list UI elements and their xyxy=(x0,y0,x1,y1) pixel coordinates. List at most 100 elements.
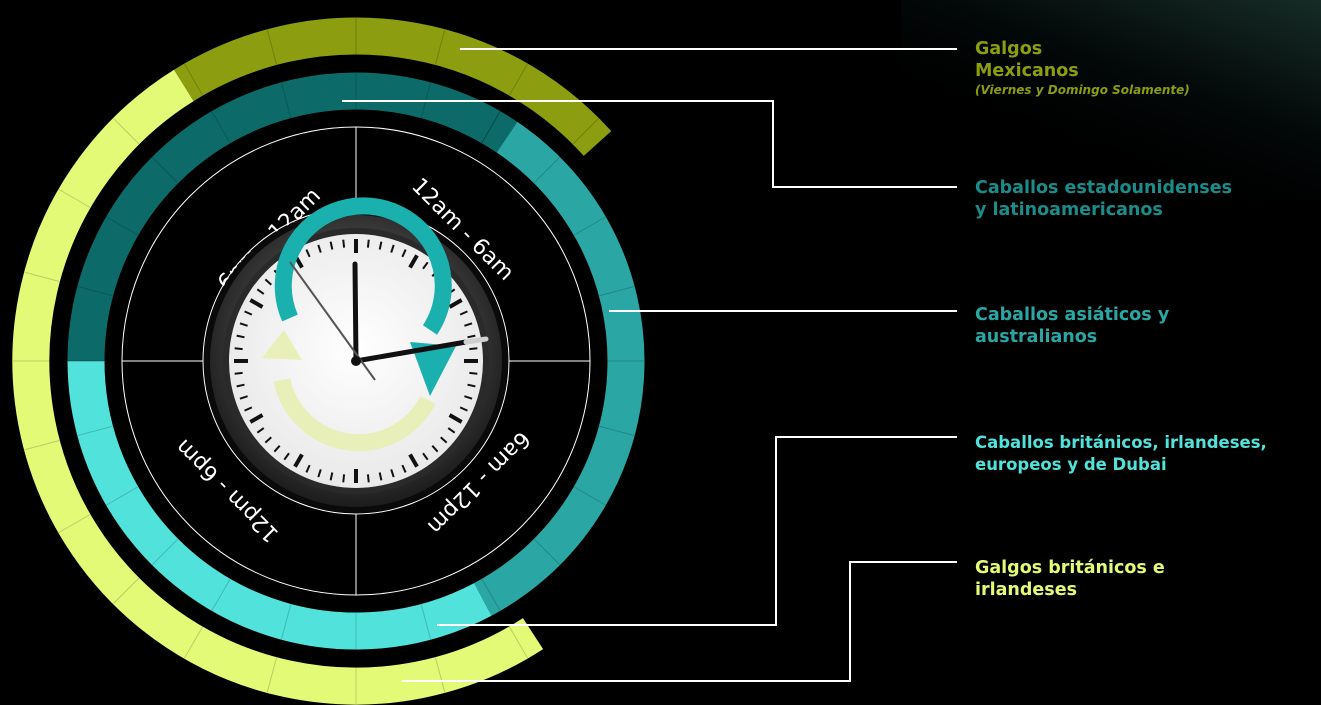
legend-galgos-mexicanos-note: (Viernes y Domingo Solamente) xyxy=(975,83,1190,97)
legend-us-latam-horses: Caballos estadounidenses y latinoamerica… xyxy=(975,177,1232,221)
arc-segment-separator xyxy=(211,578,231,611)
legend-asian-aus-line1: Caballos asiáticos y xyxy=(975,305,1170,325)
clock-tick xyxy=(440,436,448,444)
legend-us-latam-line2: y latinoamericanos xyxy=(975,200,1163,220)
clock-tick xyxy=(401,464,407,473)
legend-asian-aus-horses: Caballos asiáticos y australianos xyxy=(975,304,1169,348)
legend-galgos-mexicanos-line1: Galgos xyxy=(975,39,1043,59)
clock-tick xyxy=(317,244,322,253)
uk-ire-eu-dubai-horses-arc xyxy=(67,360,492,650)
arc-segment-separator xyxy=(533,156,561,184)
arc-segment-separator xyxy=(106,216,139,236)
clock-tick xyxy=(249,413,264,424)
arc-segment-separator xyxy=(24,271,60,283)
clock-tick xyxy=(464,395,473,400)
clock-tick xyxy=(236,334,245,339)
arc-segment-separator xyxy=(266,657,278,693)
clock-tick xyxy=(467,334,476,339)
connector-uk-ire-greyhounds xyxy=(402,561,957,682)
clock-tick xyxy=(329,241,334,250)
arc-segment-separator xyxy=(533,538,561,566)
arc-segment-ticks xyxy=(13,18,644,704)
clock-tick xyxy=(305,249,311,258)
arc-segment-separator xyxy=(509,626,528,659)
connector-lines xyxy=(342,48,957,682)
clock-tick xyxy=(342,239,346,248)
clock-tick xyxy=(244,310,253,316)
clock-tick xyxy=(249,298,264,309)
arc-segment-separator xyxy=(77,425,113,437)
arc-segment-separator xyxy=(266,29,278,65)
arc-segment-separator xyxy=(211,111,231,144)
arc-segment-separator xyxy=(481,111,501,144)
arc-segment-separator xyxy=(572,118,599,145)
clock-tick xyxy=(408,254,419,269)
clock-tick xyxy=(283,452,290,461)
legend-galgos-mexicanos: Galgos Mexicanos (Viernes y Domingo Sola… xyxy=(975,38,1190,98)
clock-tick xyxy=(273,445,281,453)
clock-tick xyxy=(467,383,476,388)
arc-segment-separator xyxy=(509,63,528,96)
hour-hand xyxy=(352,261,359,364)
clock-tick xyxy=(342,474,346,483)
legend-uk-ire-eu-dubai-line2: europeos y de Dubai xyxy=(975,455,1167,474)
legend-asian-aus-line2: australianos xyxy=(975,327,1098,347)
legend-uk-ire-eu-dubai-line1: Caballos británicos, irlandeses, xyxy=(975,433,1267,452)
arc-segment-separator xyxy=(481,111,501,144)
asian-aus-horses-arc xyxy=(474,121,645,616)
clock-tick xyxy=(305,464,311,473)
clock-tick xyxy=(378,472,383,481)
legend-uk-ire-eu-dubai-horses: Caballos británicos, irlandeses, europeo… xyxy=(975,432,1267,476)
minute-hand-tip xyxy=(463,336,489,345)
clock-tick xyxy=(447,427,456,434)
clock-tick xyxy=(422,452,429,461)
clock-tick xyxy=(408,453,419,468)
arc-segment-separator xyxy=(24,439,60,451)
arc-segment-separator xyxy=(58,189,91,208)
arc-segment-separator xyxy=(280,604,292,640)
arc-segment-separator xyxy=(573,486,606,506)
legend-uk-ire-greyhounds: Galgos británicos e irlandeses xyxy=(975,557,1165,601)
legend-uk-ire-greyhounds-line2: irlandeses xyxy=(975,580,1077,600)
clock-tick xyxy=(366,474,370,483)
clock-tick xyxy=(234,347,243,351)
clock-tick xyxy=(469,371,478,375)
arc-segment-separator xyxy=(106,486,139,506)
clock-tick xyxy=(366,239,370,248)
clock-tick xyxy=(239,395,248,400)
arc-segment-separator xyxy=(599,425,635,437)
arc-segment-separator xyxy=(184,63,203,96)
minute-hand xyxy=(353,339,469,364)
arc-segment-separator xyxy=(184,626,203,659)
legend-galgos-mexicanos-line2: Mexicanos xyxy=(975,61,1079,81)
arc-segment-separator xyxy=(58,514,91,533)
clock-tick xyxy=(431,445,439,453)
clock-tick xyxy=(264,436,272,444)
clock-tick xyxy=(234,371,243,375)
clock-tick xyxy=(469,347,478,351)
arc-segment-separator xyxy=(151,156,179,184)
clock-icon xyxy=(204,197,508,513)
arc-segment-separator xyxy=(113,118,140,145)
connector-uk-ire-eu-dubai xyxy=(437,436,957,626)
arc-segment-separator xyxy=(599,285,635,297)
clock-tick xyxy=(422,261,429,270)
clock-tick xyxy=(256,427,265,434)
clock-tick-marks xyxy=(234,239,478,483)
clock-center-pin xyxy=(351,356,361,366)
clock-tick xyxy=(448,413,463,424)
connector-us-latam xyxy=(342,100,957,188)
arc-segment-separator xyxy=(77,285,113,297)
galgos-mexicanos-arc xyxy=(174,17,612,156)
uk-ire-greyhounds-arc xyxy=(12,69,544,705)
clock-tick xyxy=(464,322,473,327)
clock-tick xyxy=(401,249,407,258)
clock-tick xyxy=(390,469,395,478)
clock-tick xyxy=(378,241,383,250)
arc-segment-separator xyxy=(434,29,446,65)
legend-us-latam-line1: Caballos estadounidenses xyxy=(975,178,1232,198)
clock-tick xyxy=(244,406,253,412)
clock-tick xyxy=(390,244,395,253)
arc-segment-separator xyxy=(573,216,606,236)
